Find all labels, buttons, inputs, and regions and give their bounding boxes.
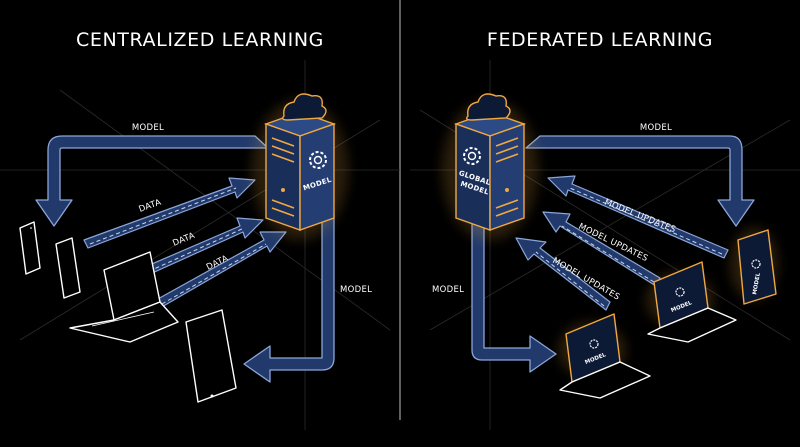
centralized-title: CENTRALIZED LEARNING [76, 29, 324, 51]
model-arrow-right-left-label: MODEL [340, 285, 372, 295]
model-arrow-top-right [525, 135, 755, 227]
laptop-icon-left [69, 251, 179, 343]
model-arrow-left-right-label: MODEL [432, 285, 464, 295]
phone-1-icon [19, 221, 41, 275]
gear-icon [751, 259, 761, 269]
gear-icon [589, 339, 599, 349]
central-server [252, 93, 348, 240]
laptop-icon-right-1 [646, 261, 737, 343]
model-arrow-top-left-label: MODEL [132, 123, 164, 133]
tablet-icon-left [185, 309, 237, 403]
tablet-right-label: MODEL [752, 272, 762, 295]
gear-icon [675, 287, 685, 297]
global-server [442, 93, 538, 240]
data-arrow-1 [83, 177, 256, 249]
model-arrow-top-left [35, 135, 269, 227]
phone-2-icon [55, 237, 81, 299]
federated-title: FEDERATED LEARNING [487, 29, 713, 51]
data-arrow-3 [155, 231, 287, 309]
update-arrow-1 [547, 175, 729, 259]
tablet-icon-right [730, 228, 778, 305]
gear-icon [463, 147, 481, 165]
model-arrow-right-left [243, 214, 335, 383]
gear-icon [309, 151, 327, 169]
update-label-3: MODEL UPDATES [551, 256, 622, 303]
update-label-1: MODEL UPDATES [603, 198, 677, 236]
update-arrow-2 [542, 211, 661, 287]
update-arrow-3 [515, 237, 611, 311]
model-arrow-top-right-label: MODEL [640, 123, 672, 133]
